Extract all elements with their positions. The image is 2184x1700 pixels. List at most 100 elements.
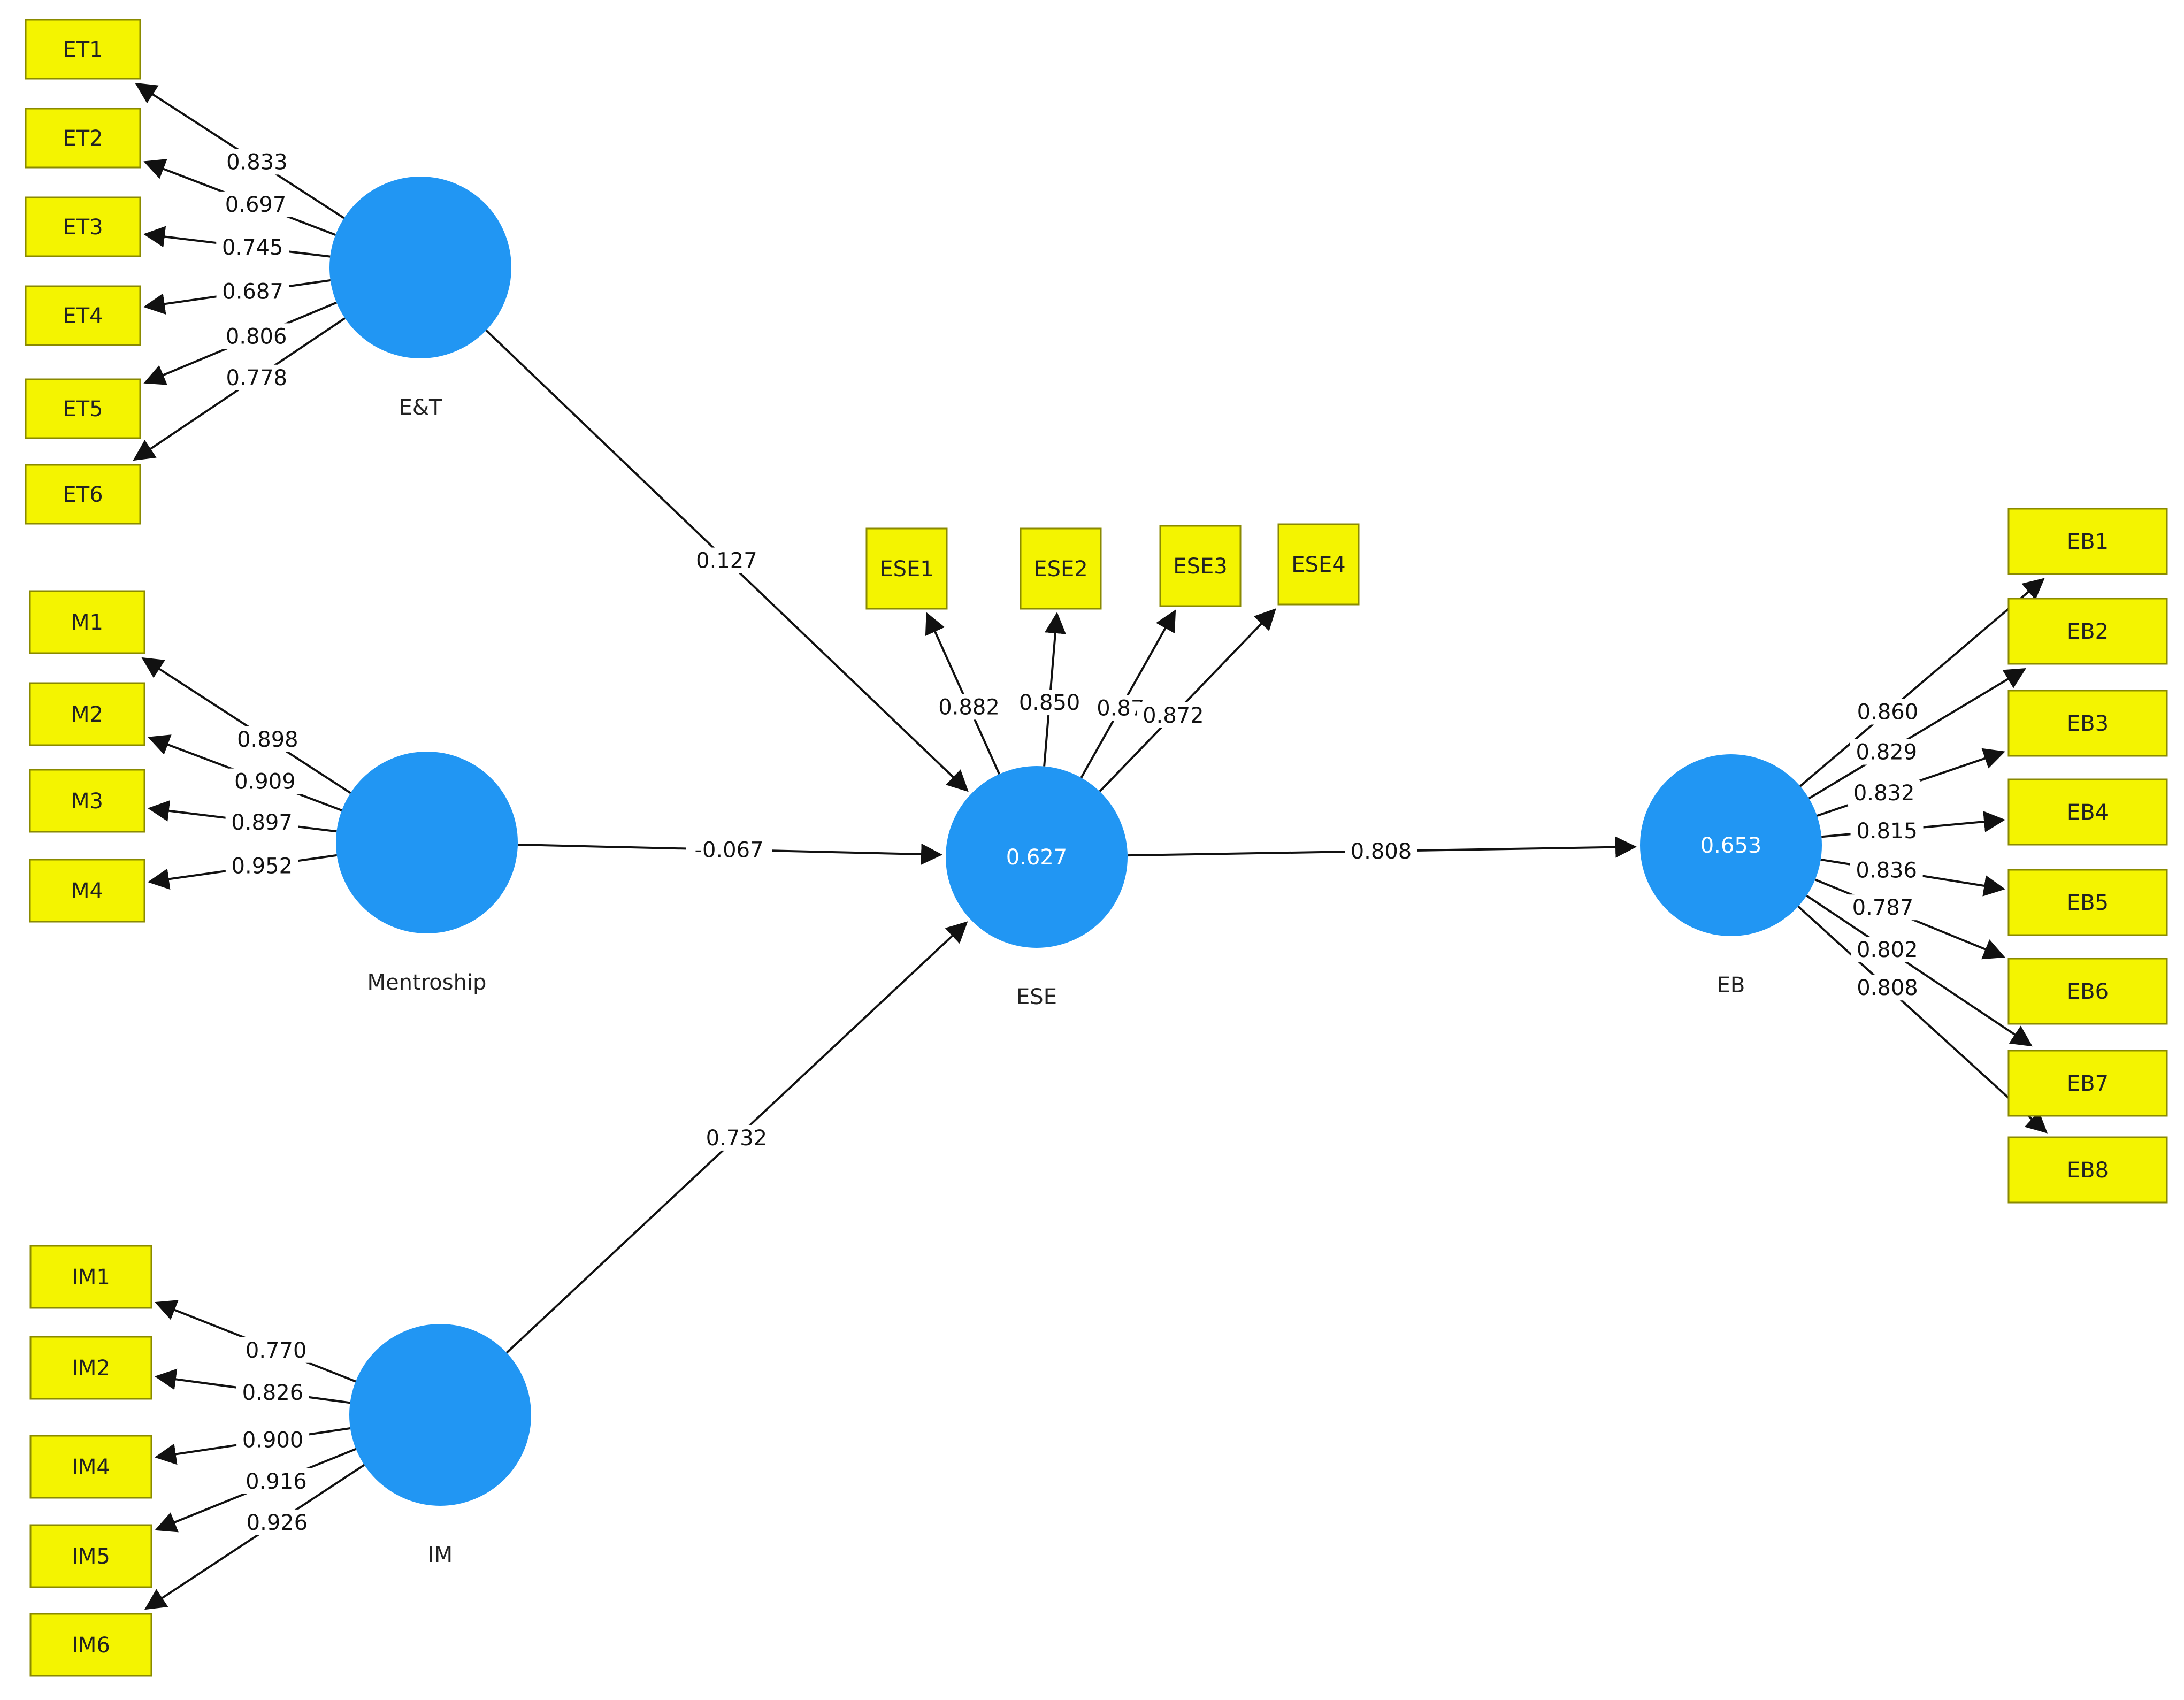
loading-label-im4-bg [236, 1427, 310, 1453]
loading-label-im2-bg [236, 1379, 309, 1405]
indicator-label-eb1: EB1 [2067, 530, 2109, 554]
indicator-box-eb4[interactable] [2007, 778, 2168, 846]
indicator-ese2[interactable]: ESE2 [1020, 527, 1102, 610]
indicator-box-im4[interactable] [29, 1435, 152, 1499]
indicator-box-et2[interactable] [25, 108, 141, 169]
loading-label-im5-text: 0.916 [246, 1469, 307, 1494]
latent-circle-et[interactable] [329, 177, 511, 358]
indicator-box-et4[interactable] [25, 285, 141, 346]
indicator-ese3[interactable]: ESE3 [1159, 525, 1242, 607]
indicator-box-im5[interactable] [29, 1524, 152, 1588]
loading-label-eb8: 0.808 [1851, 975, 1924, 1001]
indicator-box-et3[interactable] [25, 196, 141, 257]
indicator-label-et6: ET6 [63, 483, 103, 507]
path-coef-im-to-ese-text: 0.732 [706, 1126, 768, 1151]
indicator-box-m3[interactable] [29, 769, 145, 833]
indicator-et4[interactable]: ET4 [25, 285, 141, 346]
indicator-im2[interactable]: IM2 [29, 1336, 152, 1400]
loading-label-m4: 0.952 [225, 853, 298, 879]
loading-label-m4-text: 0.952 [232, 854, 293, 879]
indicator-et6[interactable]: ET6 [25, 464, 141, 525]
path-coef-im-to-ese: 0.732 [700, 1124, 773, 1151]
loading-label-im4: 0.900 [236, 1427, 310, 1453]
indicator-eb6[interactable]: EB6 [2007, 958, 2168, 1025]
indicator-box-m1[interactable] [29, 590, 145, 654]
indicator-et3[interactable]: ET3 [25, 196, 141, 257]
indicator-box-et1[interactable] [25, 19, 141, 80]
indicator-box-eb7[interactable] [2007, 1050, 2168, 1117]
indicator-box-im1[interactable] [29, 1245, 152, 1309]
indicator-im6[interactable]: IM6 [29, 1613, 152, 1677]
loading-label-ese1-text: 0.882 [938, 695, 1000, 719]
loading-label-et1-text: 0.833 [226, 150, 288, 174]
indicator-eb2[interactable]: EB2 [2007, 598, 2168, 665]
indicator-et5[interactable]: ET5 [25, 378, 141, 439]
path-coef-ese-to-eb-bg [1345, 838, 1418, 864]
indicator-ese4[interactable]: ESE4 [1277, 523, 1360, 606]
loading-label-et2-text: 0.697 [225, 193, 287, 217]
indicator-eb1[interactable]: EB1 [2007, 508, 2168, 575]
indicator-box-eb5[interactable] [2007, 869, 2168, 936]
indicator-ese1[interactable]: ESE1 [865, 527, 948, 610]
indicator-label-eb2: EB2 [2067, 619, 2109, 644]
latent-circle-m[interactable] [336, 752, 518, 933]
indicator-box-im2[interactable] [29, 1336, 152, 1400]
path-coef-et-to-ese: 0.127 [690, 547, 763, 573]
loading-label-eb6-text: 0.787 [1852, 895, 1914, 920]
loading-label-et1: 0.833 [220, 149, 294, 175]
indicator-label-im4: IM4 [72, 1455, 110, 1480]
indicator-eb8[interactable]: EB8 [2007, 1136, 2168, 1204]
indicator-box-ese4[interactable] [1277, 523, 1360, 606]
indicator-box-et5[interactable] [25, 378, 141, 439]
latent-im[interactable]: IM [349, 1324, 531, 1567]
loading-label-im2: 0.826 [236, 1379, 309, 1405]
indicator-box-et6[interactable] [25, 464, 141, 525]
indicator-eb5[interactable]: EB5 [2007, 869, 2168, 936]
loading-label-eb8-bg [1851, 975, 1924, 1001]
indicator-im4[interactable]: IM4 [29, 1435, 152, 1499]
latent-circle-im[interactable] [349, 1324, 531, 1506]
indicator-m4[interactable]: M4 [29, 859, 145, 923]
latent-circle-eb[interactable] [1640, 754, 1822, 936]
latent-name-et: E&T [399, 395, 442, 420]
indicator-im1[interactable]: IM1 [29, 1245, 152, 1309]
path-coef-et-to-ese-text: 0.127 [696, 549, 757, 573]
indicator-box-ese3[interactable] [1159, 525, 1242, 607]
indicator-eb3[interactable]: EB3 [2007, 690, 2168, 757]
indicator-box-im6[interactable] [29, 1613, 152, 1677]
latent-et[interactable]: E&T [329, 177, 511, 420]
indicator-m2[interactable]: M2 [29, 682, 145, 746]
indicator-eb4[interactable]: EB4 [2007, 778, 2168, 846]
indicator-et1[interactable]: ET1 [25, 19, 141, 80]
latent-m[interactable]: Mentroship [336, 752, 518, 995]
latent-r2-eb: 0.653 [1700, 833, 1762, 858]
indicator-eb7[interactable]: EB7 [2007, 1050, 2168, 1117]
indicator-box-ese2[interactable] [1020, 527, 1102, 610]
indicator-label-ese2: ESE2 [1033, 557, 1087, 581]
loading-label-im1-bg [240, 1337, 313, 1363]
indicator-box-m4[interactable] [29, 859, 145, 923]
latent-circle-ese[interactable] [946, 766, 1128, 948]
loading-label-eb6-bg [1846, 894, 1919, 921]
indicator-label-m2: M2 [71, 702, 103, 727]
indicator-box-eb6[interactable] [2007, 958, 2168, 1025]
loading-label-et4-text: 0.687 [222, 280, 283, 304]
indicator-box-eb2[interactable] [2007, 598, 2168, 665]
loading-label-ese1: 0.882 [932, 694, 1006, 720]
indicator-im5[interactable]: IM5 [29, 1524, 152, 1588]
indicator-box-m2[interactable] [29, 682, 145, 746]
indicator-et2[interactable]: ET2 [25, 108, 141, 169]
loading-label-im4-text: 0.900 [242, 1428, 304, 1452]
loading-label-m2-text: 0.909 [234, 770, 296, 794]
loading-label-ese2-bg [1013, 690, 1086, 716]
indicator-m3[interactable]: M3 [29, 769, 145, 833]
indicator-box-ese1[interactable] [865, 527, 948, 610]
indicator-box-eb8[interactable] [2007, 1136, 2168, 1204]
indicator-box-eb3[interactable] [2007, 690, 2168, 757]
loading-label-eb3: 0.832 [1848, 780, 1921, 806]
indicator-label-et4: ET4 [63, 304, 103, 328]
indicator-box-eb1[interactable] [2007, 508, 2168, 575]
indicator-m1[interactable]: M1 [29, 590, 145, 654]
